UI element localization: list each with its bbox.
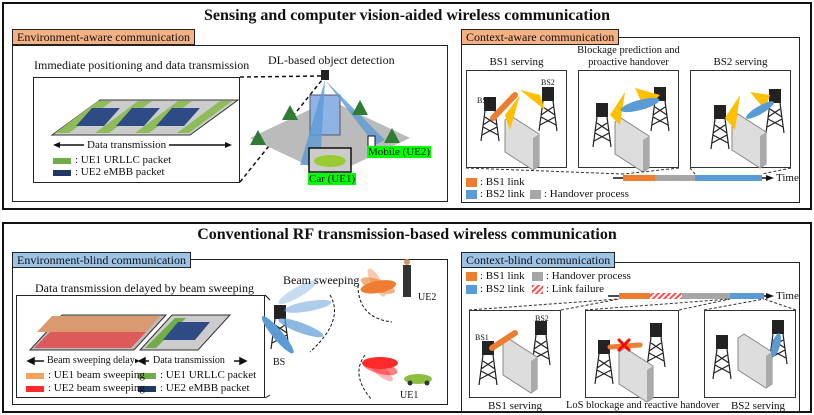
- beam-sweeping-delay-label: Beam sweeping delay: [47, 355, 135, 366]
- env-blind-tag: Environment-blind communication: [12, 252, 191, 268]
- legend-ue1-beam-sweeping: : UE1 beam sweeping: [48, 369, 145, 381]
- legend-bs2-link: : BS2 link: [466, 188, 525, 200]
- legend-link-failure: : Link failure: [532, 283, 604, 295]
- bs-label: BS: [273, 357, 286, 368]
- mobile-ue2-label: Mobile (UE2): [367, 146, 432, 158]
- context-blind-tag: Context-blind communication: [461, 252, 616, 268]
- ue2-label: UE2: [418, 292, 437, 303]
- time-label: Time: [776, 172, 799, 184]
- legend-bs1-link: : BS1 link: [466, 270, 525, 282]
- panel-title-bs1-serving: BS1 serving: [487, 400, 543, 412]
- env-aware-tag: Environment-aware communication: [12, 29, 195, 45]
- legend-ue2-embb: : UE2 eMBB packet: [75, 166, 165, 178]
- bs2-label: BS2: [535, 314, 549, 323]
- legend-ue2-embb: : UE2 eMBB packet: [160, 382, 250, 394]
- timeline-handover: [655, 175, 695, 181]
- timeline-handover: [682, 293, 730, 299]
- bs1-label: BS1: [477, 96, 491, 105]
- timeline-link-failure: [650, 293, 682, 299]
- legend-ue2-beam-sweeping: : UE2 beam sweeping: [48, 382, 145, 394]
- data-transmission-axis-label: Data transmission: [84, 139, 170, 151]
- env-blind-subtitle: Data transmission delayed by beam sweepi…: [35, 281, 254, 295]
- bottom-title: Conventional RF transmission-based wirel…: [197, 226, 617, 243]
- legend-ue1-urllc: : UE1 URLLC packet: [75, 154, 172, 166]
- data-transmission-label: Data transmission: [153, 355, 225, 366]
- env-aware-subtitle: Immediate positioning and data transmiss…: [34, 58, 250, 72]
- legend-bs2-link: : BS2 link: [466, 283, 525, 295]
- detection-label: DL-based object detection: [268, 53, 395, 67]
- legend-handover: : Handover process: [532, 270, 631, 282]
- panel-title-proactive-handover: Blockage prediction and proactive handov…: [577, 45, 680, 68]
- context-aware-tag: Context-aware communication: [461, 29, 620, 45]
- legend-handover: : Handover process: [530, 188, 629, 200]
- bs2-label: BS2: [541, 78, 555, 87]
- top-section: [2, 2, 812, 210]
- legend-bs1-link: : BS1 link: [466, 176, 525, 188]
- panel-title-bs2-serving: BS2 serving: [713, 56, 768, 68]
- bs1-label: BS1: [475, 333, 489, 342]
- embb-packets: [76, 108, 200, 126]
- time-label: Time: [776, 290, 799, 302]
- timeline-bs2-link: [695, 175, 762, 181]
- legend-ue1-urllc: : UE1 URLLC packet: [160, 369, 257, 381]
- panel-title-bs2-serving: BS2 serving: [730, 400, 786, 412]
- bottom-section: [2, 222, 812, 413]
- blocked-link-x-icon: [617, 338, 631, 352]
- top-title: Sensing and computer vision-aided wirele…: [203, 7, 611, 24]
- beam-sweeping-label: Beam sweeping: [283, 273, 360, 287]
- timeline-bs2-link: [730, 293, 764, 299]
- car-ue1-label: Car (UE1): [308, 173, 357, 185]
- panel-title-reactive-handover: LoS blockage and reactive handover: [566, 400, 720, 411]
- timeline-bs1-link: [623, 175, 655, 181]
- ue1-label: UE1: [400, 390, 419, 401]
- timeline-bs1-link: [619, 293, 650, 299]
- panel-title-bs1-serving: BS1 serving: [489, 56, 544, 68]
